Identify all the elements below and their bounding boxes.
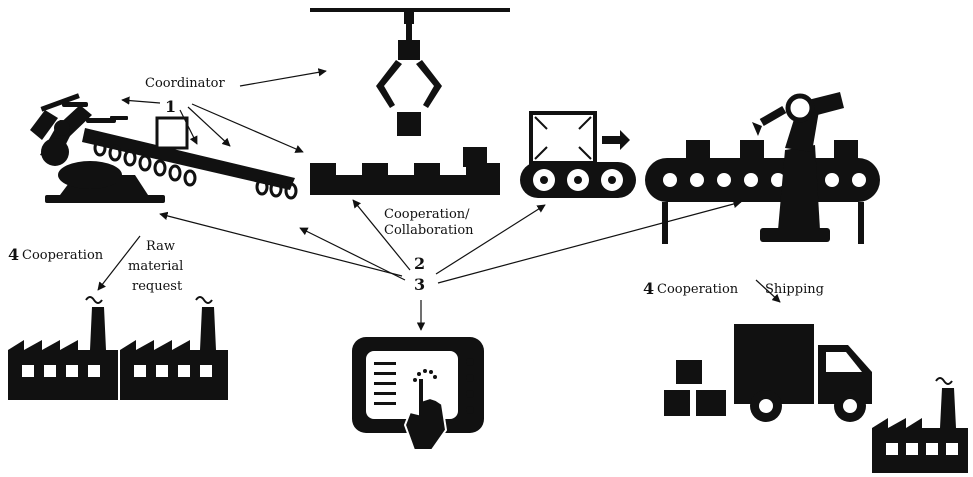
request-label: request: [132, 279, 183, 294]
step-1-label: 1: [165, 97, 176, 116]
right-step-4-label: 4: [643, 279, 654, 298]
conveyor-box-icon: [520, 111, 636, 198]
right-cooperation-label: Cooperation: [657, 282, 739, 297]
gripper-claw-icon: [310, 8, 510, 195]
left-step-4-label: 4: [8, 245, 19, 264]
delivery-truck-icon: [734, 324, 872, 422]
touchscreen-panel-icon: [352, 337, 484, 451]
assembly-line-robot-icon: [645, 92, 880, 244]
step-3-label: 3: [414, 275, 425, 294]
relation-arrows: [97, 68, 781, 331]
material-label: material: [128, 259, 183, 274]
left-cooperation-label: Cooperation: [22, 248, 104, 263]
factory-icon: [120, 296, 228, 400]
boxes-icon: [664, 360, 726, 416]
step-2-label: 2: [414, 254, 425, 273]
shipping-label: Shipping: [765, 282, 824, 297]
robotic-arm-conveyor-icon: [30, 93, 298, 203]
factory-icon: [872, 377, 968, 473]
coordinator-label: Coordinator: [145, 76, 225, 91]
cooperation-label-line1: Cooperation/: [384, 207, 470, 222]
factory-icon: [8, 296, 118, 400]
raw-label: Raw: [146, 239, 175, 254]
collaboration-label-line2: Collaboration: [384, 223, 474, 238]
